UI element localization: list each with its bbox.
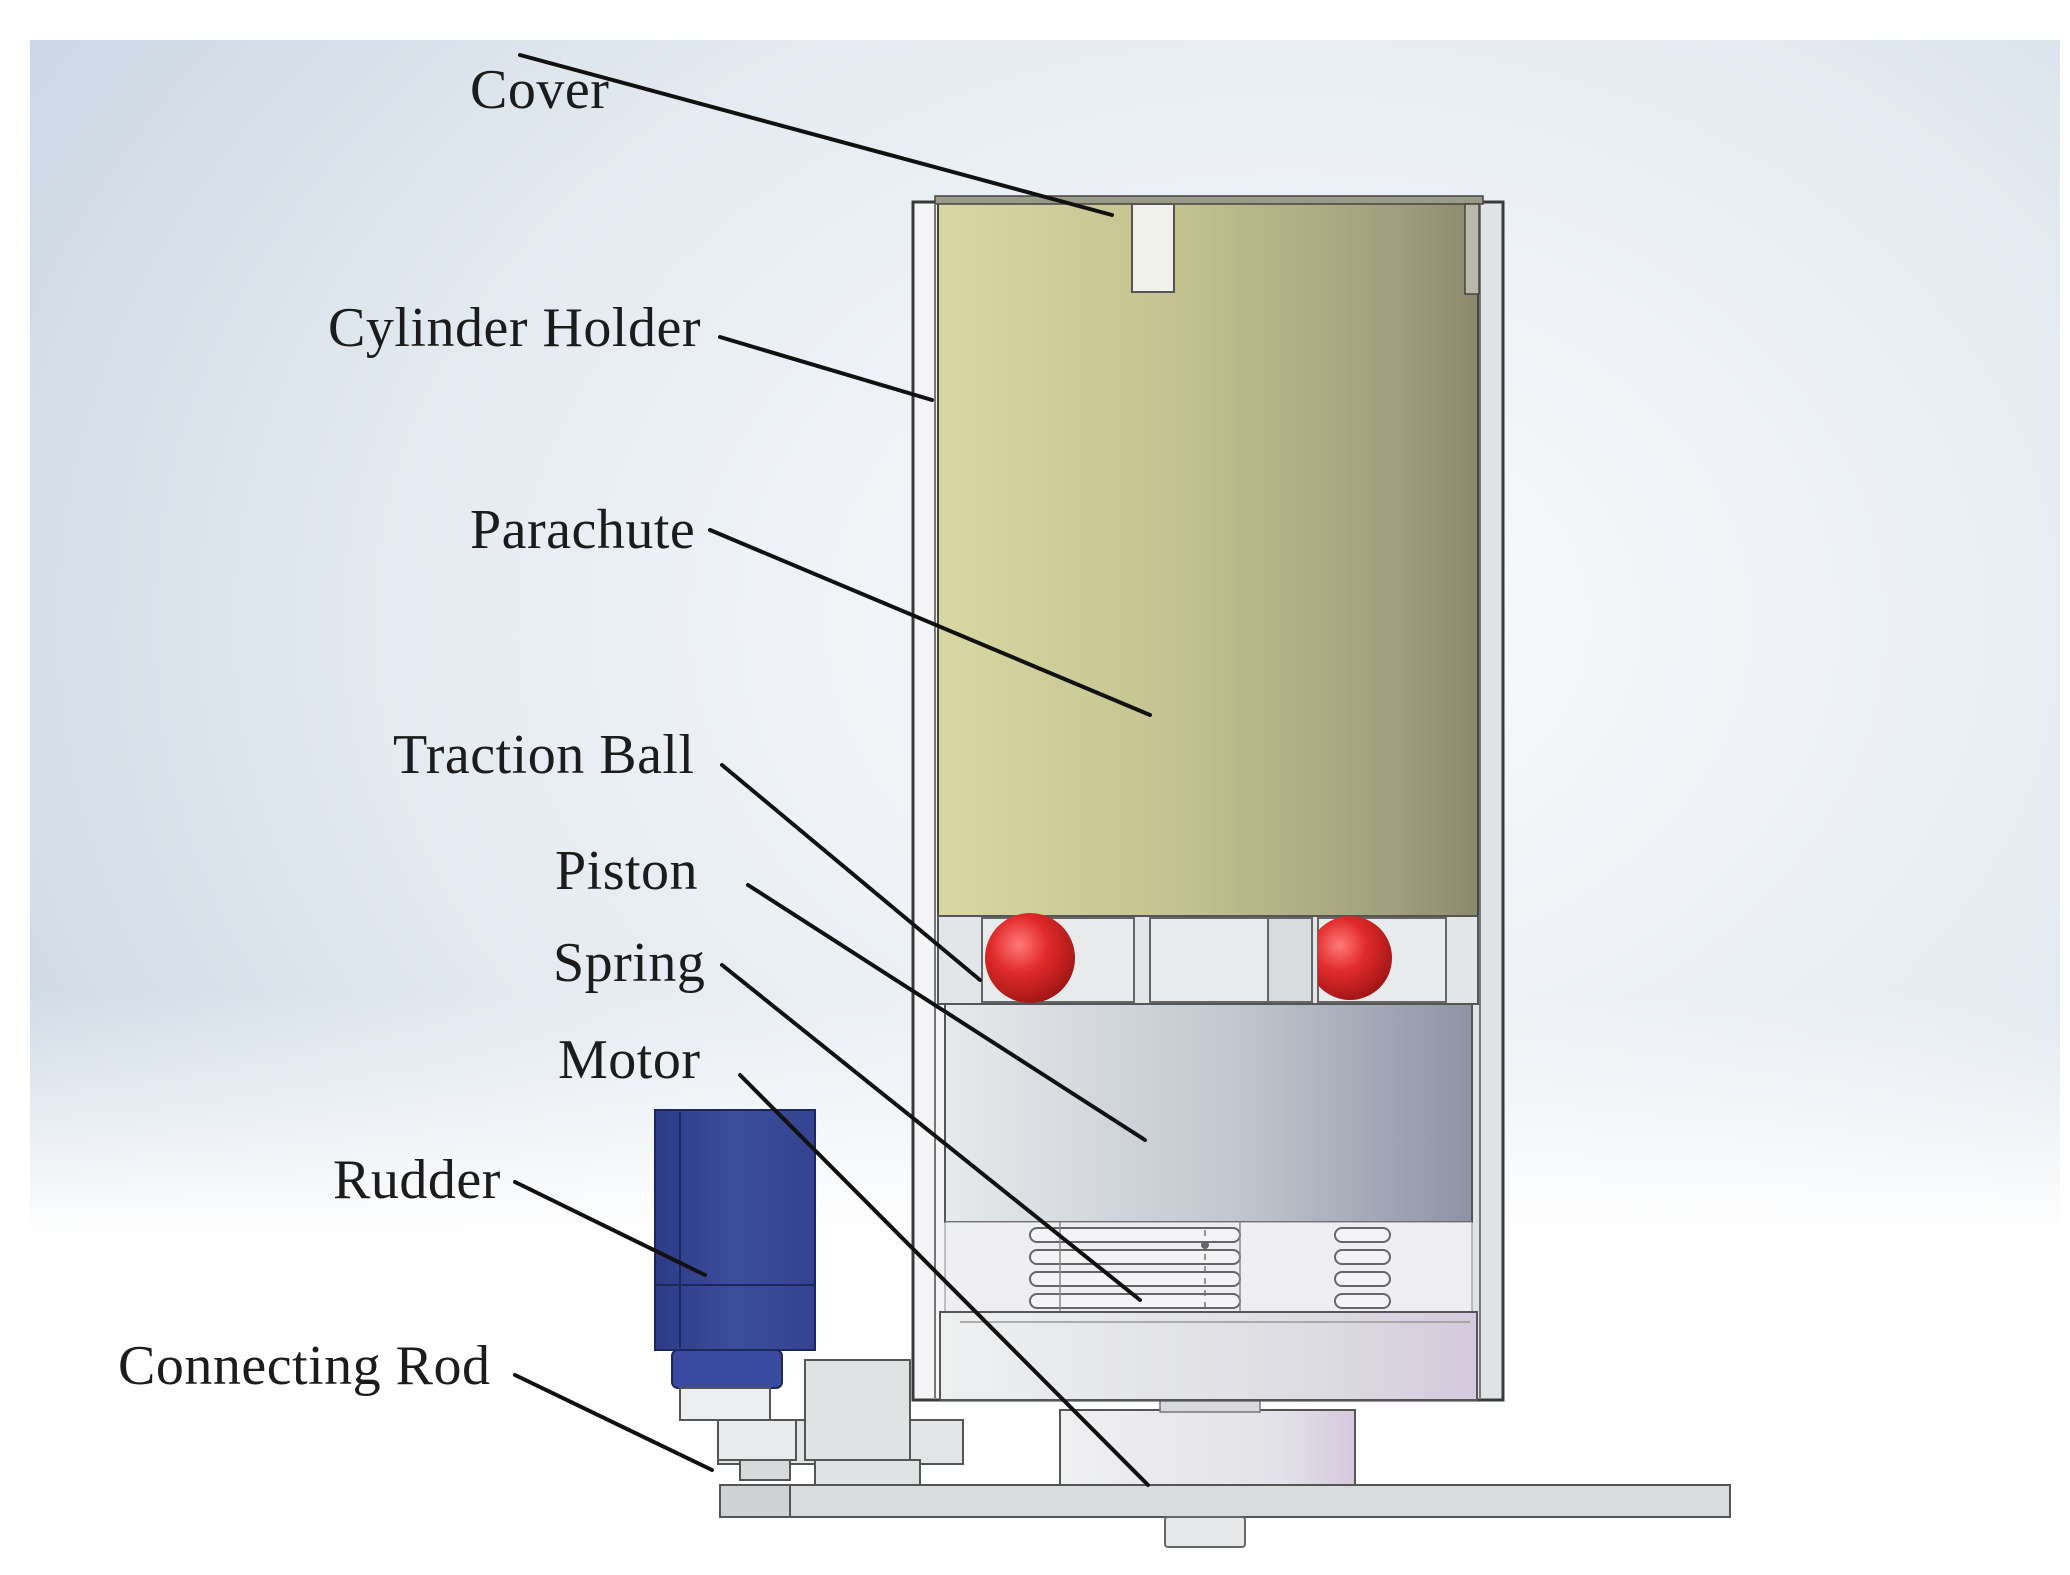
connecting-rod-joint — [717, 1419, 797, 1461]
connecting-rod-collar — [679, 1387, 771, 1421]
spring-coils-left — [1029, 1227, 1241, 1309]
traction-ball-right — [1318, 916, 1392, 1000]
cover-rim — [934, 195, 1484, 205]
base-plate-end — [719, 1484, 791, 1518]
label-spring: Spring — [553, 932, 706, 994]
traction-ball-left — [985, 913, 1075, 1003]
connecting-rod-pin — [739, 1459, 791, 1481]
cover-side-slot — [1464, 203, 1480, 295]
label-cylinder-holder: Cylinder Holder — [328, 297, 701, 359]
motor-flange — [1159, 1399, 1261, 1413]
linkage-upper-block — [804, 1359, 911, 1461]
leader-spring — [720, 963, 1142, 1302]
leader-motor — [738, 1073, 1150, 1487]
leader-parachute — [708, 528, 1152, 717]
label-parachute: Parachute — [470, 499, 696, 561]
rudder-output-hub — [671, 1349, 783, 1389]
leader-rudder — [513, 1180, 707, 1277]
axis-dot-top — [1201, 1241, 1209, 1249]
bottom-shaft — [1164, 1516, 1246, 1548]
label-motor: Motor — [558, 1029, 701, 1091]
base-disk — [939, 1311, 1478, 1401]
label-connecting-rod: Connecting Rod — [118, 1335, 491, 1397]
piston-head — [944, 1003, 1473, 1223]
base-plate — [719, 1484, 1731, 1518]
leader-piston — [746, 883, 1147, 1142]
label-cover: Cover — [470, 59, 610, 121]
leader-cover — [518, 53, 1114, 217]
parachute-body — [937, 197, 1479, 917]
linkage-foot — [814, 1459, 921, 1486]
motor-body — [1059, 1409, 1356, 1486]
ball-center-block — [1149, 917, 1269, 1003]
leader-traction-ball — [720, 763, 982, 982]
rudder-body — [654, 1109, 816, 1351]
label-piston: Piston — [555, 840, 699, 902]
leader-lines — [513, 53, 1152, 1487]
label-rudder: Rudder — [333, 1149, 501, 1211]
leader-cylinder-holder — [718, 335, 934, 402]
label-traction-ball: Traction Ball — [393, 724, 695, 786]
spring-coils-right — [1334, 1227, 1391, 1309]
ball-center-block-edge — [1267, 917, 1313, 1003]
leader-connecting-rod — [513, 1373, 714, 1472]
cover-notch — [1131, 203, 1175, 293]
